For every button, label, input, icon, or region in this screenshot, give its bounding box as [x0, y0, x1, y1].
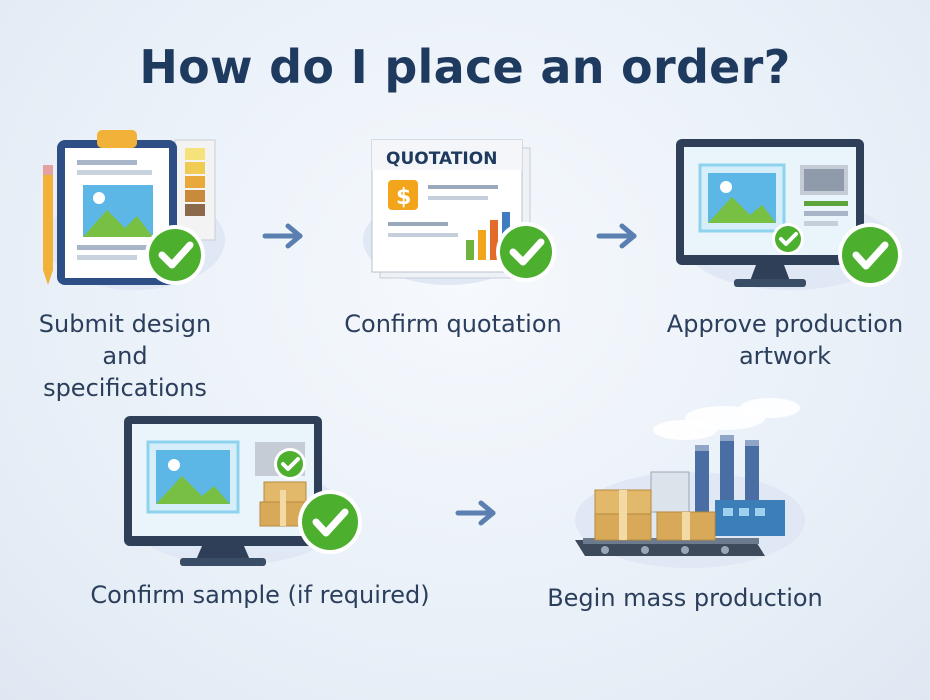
step-confirm-quotation: QUOTATION $ Confirm quotation [318, 120, 588, 350]
step-label: Approve production artwork [666, 310, 904, 370]
step-confirm-sample: Confirm sample (if required) [80, 405, 440, 625]
quotation-document-icon: QUOTATION $ [348, 130, 568, 290]
factory-production-icon [565, 390, 815, 570]
step-label: Submit design and specifications [38, 310, 212, 402]
step-label: Confirm quotation [344, 310, 562, 338]
svg-text:$: $ [396, 185, 411, 210]
step-label: Confirm sample (if required) [90, 581, 430, 609]
monitor-sample-icon [110, 410, 380, 570]
arrow-right-icon [596, 223, 640, 253]
clipboard-design-icon [25, 120, 235, 290]
step-mass-production: Begin mass production [520, 390, 850, 630]
page-title: How do I place an order? [139, 40, 791, 94]
step-label: Begin mass production [547, 584, 823, 612]
monitor-artwork-icon [670, 135, 910, 295]
step-submit-design: Submit design and specifications [0, 120, 250, 402]
arrow-right-icon [455, 500, 499, 530]
quotation-heading: QUOTATION [386, 149, 497, 169]
arrow-right-icon [262, 223, 306, 253]
step-approve-artwork: Approve production artwork [650, 120, 920, 380]
